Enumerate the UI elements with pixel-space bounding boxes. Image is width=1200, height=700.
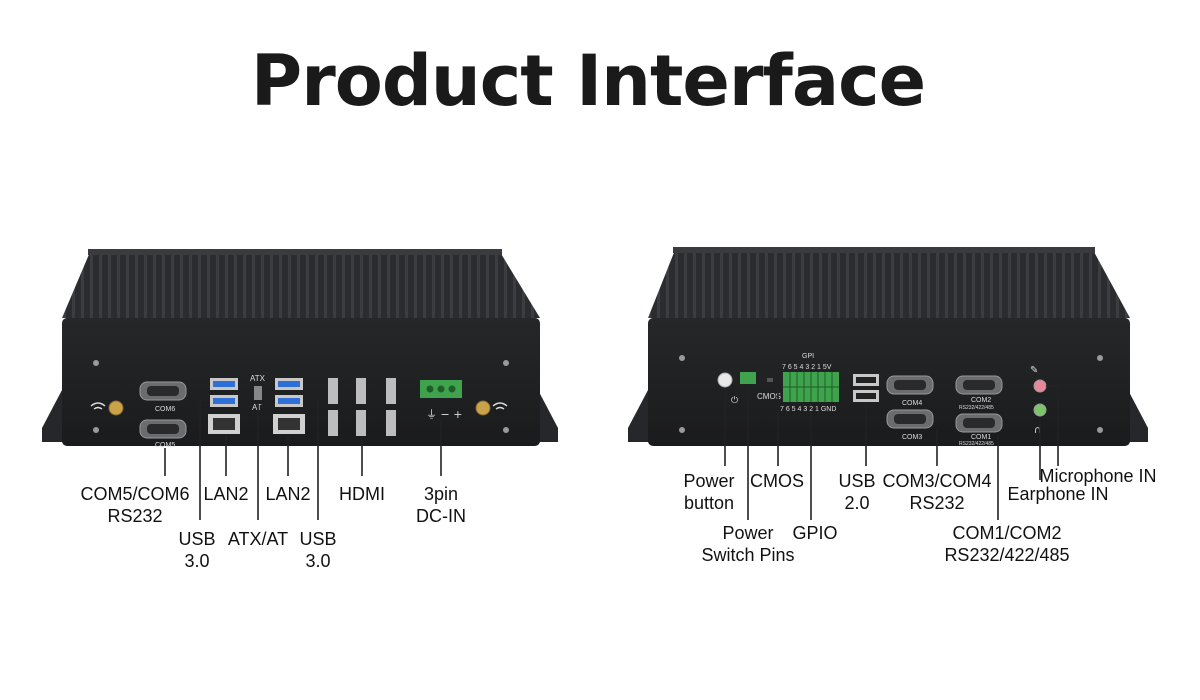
power-symbol-icon: ⏻ [731,395,738,406]
com3-port [886,409,934,429]
microphone-icon: ✎ [1030,365,1038,376]
label-cmos: CMOS [750,471,804,491]
at-silk: AT [252,403,262,412]
front-device: COM6 COM5 ATX AT [42,249,558,520]
hdmi-ports [328,378,396,436]
wifi-icon [90,402,106,410]
dc-in-terminal [420,380,462,398]
wifi-icon [492,402,508,410]
com5-port [139,419,187,439]
atx-at-switch [254,386,262,400]
com1-silk: COM1 [971,434,991,441]
com1-proto-silk: RS232/422/485 [959,441,994,447]
com6-silk: COM6 [155,406,175,413]
power-button-icon [717,372,733,388]
antenna-connector-icon [108,400,124,416]
page-title: Product Interface [250,40,926,122]
com4-silk: COM4 [902,400,922,407]
com3-silk: COM3 [902,434,922,441]
com2-port [955,375,1003,395]
front-heatsink [62,252,540,318]
dc-polarity-icon: ⏚ − + [426,408,462,421]
rear-leader-lines [724,381,1059,520]
microphone-jack [1033,379,1047,393]
label-atx-at: ATX/AT [227,529,289,549]
headphone-icon: ∩ [1034,425,1041,436]
com5-silk: COM5 [155,442,175,449]
power-switch-pins [740,372,756,384]
label-microphone-in: Microphone IN [1039,466,1157,486]
label-hdmi: HDMI [339,484,385,504]
rear-device: ⏻ CMOS GPI 7 6 5 4 3 2 1 5V 7 6 5 4 3 2 … [628,247,1148,520]
usb3-port-a [210,378,238,407]
lan2-port-a [208,414,240,434]
antenna-connector-icon [475,400,491,416]
gpi-pins-silk: 7 6 5 4 3 2 1 5V [782,364,832,371]
com2-proto-silk: RS232/422/485 [959,405,994,411]
label-earphone-in: Earphone IN [1007,484,1109,504]
gpo-pins-silk: 7 6 5 4 3 2 1 GND [780,406,836,413]
atx-silk: ATX [250,374,266,383]
usb2-ports [853,374,879,402]
usb3-port-b [275,378,303,407]
front-leader-lines [164,399,442,520]
label-lan2-a: LAN2 [203,484,249,504]
com1-port [955,413,1003,433]
com6-port [139,381,187,401]
label-gpio: GPIO [792,523,838,543]
label-lan2-b: LAN2 [265,484,311,504]
cmos-silk: CMOS [757,392,781,401]
lan2-port-b [273,414,305,434]
cmos-jumper [767,378,773,382]
com2-silk: COM2 [971,397,991,404]
com4-port [886,375,934,395]
earphone-jack [1033,403,1047,417]
gpi-silk: GPI [802,353,814,360]
rear-heatsink [648,250,1130,318]
